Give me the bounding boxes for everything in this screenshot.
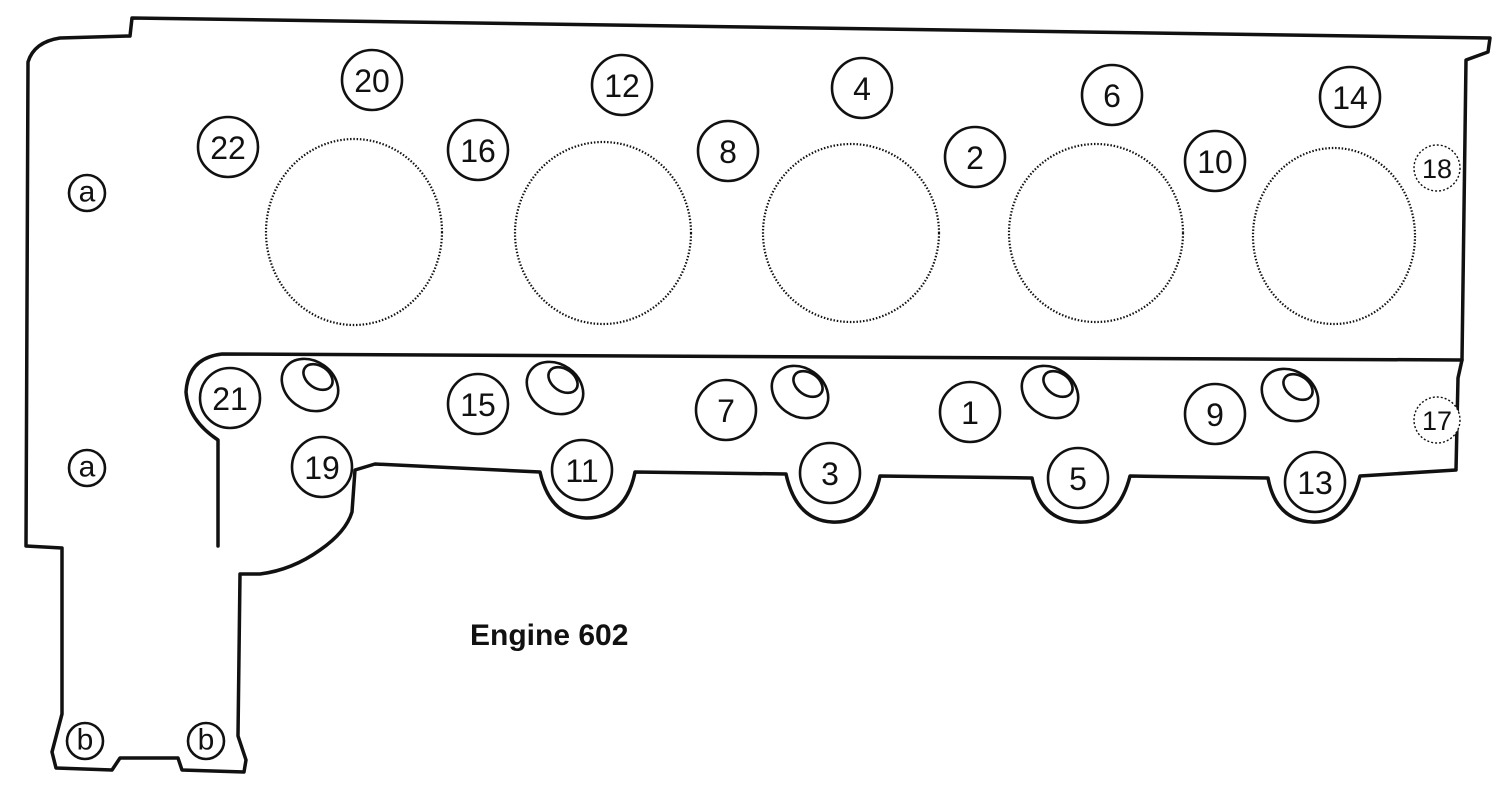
gasket-inner-edge xyxy=(184,352,1464,548)
bolt-ring xyxy=(196,115,260,179)
bolt-number: 9 xyxy=(1206,397,1224,433)
bolt-hole-6: 6 xyxy=(1080,63,1144,127)
bolt-number: 22 xyxy=(210,130,246,166)
bolt-hole-13: 13 xyxy=(1283,450,1347,514)
bolt-number: 2 xyxy=(966,140,984,176)
bolt-number: 4 xyxy=(853,71,871,107)
dowel-holes: a a b b xyxy=(65,173,226,761)
bolt-ring xyxy=(1413,144,1461,192)
cylinder-bore xyxy=(1251,146,1417,326)
bolt-hole-12: 12 xyxy=(590,53,654,117)
dowel-letter: a xyxy=(79,176,96,209)
bolt-ring xyxy=(694,378,758,442)
bolt-hole-9: 9 xyxy=(1183,382,1247,446)
bolt-hole-10: 10 xyxy=(1183,129,1247,193)
bolt-ring xyxy=(590,53,654,117)
bolt-hole-14: 14 xyxy=(1318,65,1382,129)
dowel-ring xyxy=(67,173,107,213)
bolt-hole-7: 7 xyxy=(694,378,758,442)
cylinder-bores xyxy=(264,137,1417,327)
bolt-ring xyxy=(1413,396,1461,444)
bolt-number: 12 xyxy=(604,68,640,104)
bolt-ring xyxy=(830,56,894,120)
bolt-ring xyxy=(1183,129,1247,193)
bolt-number: 15 xyxy=(460,387,496,423)
cylinder-bore xyxy=(513,140,693,326)
coolant-port xyxy=(1260,367,1320,423)
bolt-hole-11: 11 xyxy=(550,438,614,502)
dowel-ring xyxy=(67,448,107,488)
bolt-number: 19 xyxy=(304,450,340,486)
dowel-hole-b: b xyxy=(186,721,226,761)
bolt-ring xyxy=(798,441,862,505)
bolt-number: 1 xyxy=(961,395,979,431)
bolt-ring xyxy=(1080,63,1144,127)
bolt-hole-20: 20 xyxy=(340,48,404,112)
bolt-number: 14 xyxy=(1332,80,1368,116)
bolt-hole-1: 1 xyxy=(938,380,1002,444)
bolt-number: 16 xyxy=(460,133,496,169)
diagram-caption: Engine 602 xyxy=(470,619,628,652)
dowel-hole-a: a xyxy=(67,448,107,488)
bolt-ring xyxy=(550,438,614,502)
dowel-ring xyxy=(186,721,226,761)
bolt-number: 17 xyxy=(1422,406,1452,436)
dowel-letter: a xyxy=(79,451,96,484)
dowel-hole-b: b xyxy=(65,721,105,761)
bolt-hole-8: 8 xyxy=(696,119,760,183)
gasket-outline xyxy=(24,16,1492,774)
bolt-hole-19: 19 xyxy=(290,435,354,499)
bolt-ring xyxy=(340,48,404,112)
bolt-ring xyxy=(1046,446,1110,510)
bolt-hole-5: 5 xyxy=(1046,446,1110,510)
bolt-ring xyxy=(943,125,1007,189)
bolt-hole-2: 2 xyxy=(943,125,1007,189)
coolant-port xyxy=(280,357,340,413)
bolt-hole-21: 21 xyxy=(198,366,262,430)
bolt-hole-17: 17 xyxy=(1413,396,1461,444)
bolt-number: 13 xyxy=(1297,465,1333,501)
bolt-number: 5 xyxy=(1069,461,1087,497)
bolt-number: 21 xyxy=(212,381,248,417)
bolt-number: 3 xyxy=(821,456,839,492)
coolant-ports xyxy=(280,357,1320,423)
cylinder-bore xyxy=(761,142,941,324)
bolt-number: 8 xyxy=(719,134,737,170)
bolt-ring xyxy=(1318,65,1382,129)
dowel-ring xyxy=(65,721,105,761)
bolt-number: 7 xyxy=(717,393,735,429)
coolant-port xyxy=(1020,364,1080,420)
bolt-ring xyxy=(290,435,354,499)
bolt-ring xyxy=(198,366,262,430)
bolt-hole-3: 3 xyxy=(798,441,862,505)
bolt-hole-4: 4 xyxy=(830,56,894,120)
bolt-ring xyxy=(1283,450,1347,514)
bolt-ring xyxy=(938,380,1002,444)
bolt-number: 18 xyxy=(1422,154,1452,184)
bolt-ring xyxy=(1183,382,1247,446)
bolt-hole-22: 22 xyxy=(196,115,260,179)
bolt-number: 20 xyxy=(354,63,390,99)
bolt-hole-18: 18 xyxy=(1413,144,1461,192)
bolt-ring xyxy=(696,119,760,183)
cylinder-bore xyxy=(1007,142,1185,324)
bolt-number: 11 xyxy=(565,453,598,489)
bolt-ring xyxy=(446,372,510,436)
dowel-letter: b xyxy=(77,724,94,757)
coolant-port xyxy=(525,360,585,416)
bolt-hole-16: 16 xyxy=(446,118,510,182)
bolt-number: 10 xyxy=(1197,144,1233,180)
bolt-number: 6 xyxy=(1103,78,1121,114)
bolt-hole-15: 15 xyxy=(446,372,510,436)
dowel-letter: b xyxy=(198,724,215,757)
bolt-ring xyxy=(446,118,510,182)
cylinder-bore xyxy=(264,137,444,327)
coolant-port xyxy=(770,364,830,420)
dowel-hole-a: a xyxy=(67,173,107,213)
